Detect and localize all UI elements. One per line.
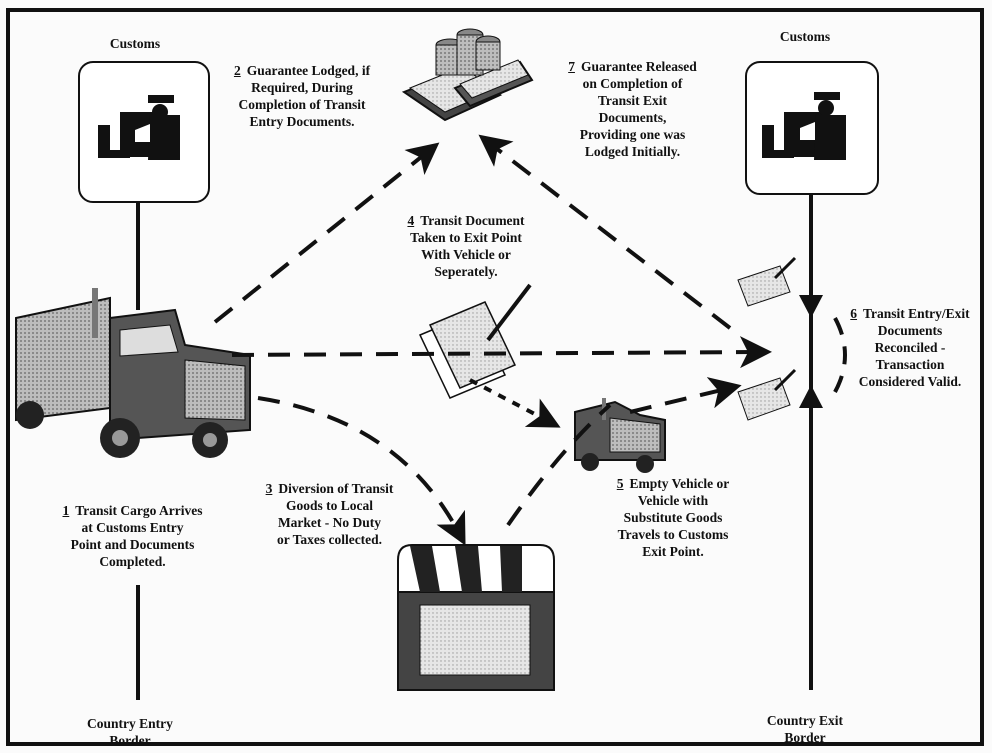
entry-border-label: Country Entry Border [60,715,200,749]
arrow-vehicle-to-exit [629,377,742,414]
step-2-number: 2 [233,63,241,78]
step-4-line: Transit Document [420,213,525,228]
step-6-label: 6 Transit Entry/Exit Documents Reconciled… [840,305,980,390]
step-7-line: Lodged Initially. [584,144,681,159]
flow-arrows [213,134,847,546]
step-5-line: Vehicle with [637,493,709,508]
step-6-line: Transaction [875,357,945,372]
customs-officer-icon-exit [745,61,879,195]
arrow-guarantee-lodged [213,142,440,324]
step-1-number: 1 [62,503,70,518]
step-7-line: Guarantee Released [580,59,697,74]
diagram-border [6,8,984,746]
step-2-line: Completion of Transit [238,97,366,112]
cargo-truck-icon [15,288,251,458]
step-5-label: 5 Empty Vehicle or Vehicle with Substitut… [598,475,748,560]
step-4-line: With Vehicle or [421,247,511,262]
customs-entry-label: Customs [109,36,161,51]
small-truck-icon [574,398,666,473]
step-3-line: or Taxes collected. [276,532,383,547]
arrow-doc-with-vehicle [469,378,561,428]
step-5-number: 5 [616,476,624,491]
step-5-line: Substitute Goods [623,510,723,525]
local-market-icon [397,544,555,691]
step-7-line: Transit Exit [597,93,668,108]
step-2-label: 2 Guarantee Lodged, if Required, During C… [222,62,382,130]
step-1-line: at Customs Entry [81,520,184,535]
step-2-line: Entry Documents. [249,114,355,129]
step-3-line: Goods to Local [285,498,373,513]
exit-document-icon-1 [737,256,797,307]
step-1-line: Transit Cargo Arrives [75,503,203,518]
entry-border-line1: Country Entry [87,716,173,731]
arrow-reconcile [833,317,847,393]
step-1-line: Completed. [99,554,166,569]
exit-border-line [799,195,823,690]
arrow-document-to-exit [231,336,772,369]
step-3-label: 3 Diversion of Transit Goods to Local Mar… [252,480,407,548]
step-7-line: Documents, [598,110,667,125]
step-6-line: Reconciled - [874,340,946,355]
arrow-guarantee-released [478,134,732,330]
customs-officer-icon [78,61,210,203]
customs-exit-label: Customs [779,29,831,44]
step-4-line: Taken to Exit Point [410,230,522,245]
arrow-market-to-vehicle [506,403,612,527]
step-4-line: Seperately. [434,264,498,279]
step-4-number: 4 [407,213,415,228]
exit-document-icon-2 [737,368,797,421]
step-7-number: 7 [568,59,575,74]
exit-border-line1: Country Exit [766,713,844,728]
money-guarantee-icon [401,28,534,122]
step-3-number: 3 [265,481,273,496]
step-5-line: Empty Vehicle or [629,476,730,491]
step-3-line: Diversion of Transit [278,481,394,496]
step-1-line: Point and Documents [70,537,195,552]
step-5-line: Exit Point. [642,544,704,559]
step-7-label: 7 Guarantee Released on Completion of Tra… [550,58,715,160]
step-7-line: on Completion of [582,76,683,91]
step-2-line: Guarantee Lodged, if [246,63,371,78]
step-4-label: 4 Transit Document Taken to Exit Point Wi… [386,212,546,280]
step-7-line: Providing one was [579,127,686,142]
step-3-line: Market - No Duty [277,515,382,530]
step-2-line: Required, During [251,80,353,95]
step-6-line: Considered Valid. [858,374,962,389]
step-5-line: Travels to Customs [617,527,729,542]
exit-border-line2: Border [784,730,826,745]
exit-border-label: Country Exit Border [735,712,875,746]
arrow-diversion-to-market [257,396,466,546]
step-6-number: 6 [850,306,858,321]
entry-border-line2: Border [109,733,151,748]
step-6-line: Transit Entry/Exit [863,306,970,321]
step-6-line: Documents [877,323,943,338]
